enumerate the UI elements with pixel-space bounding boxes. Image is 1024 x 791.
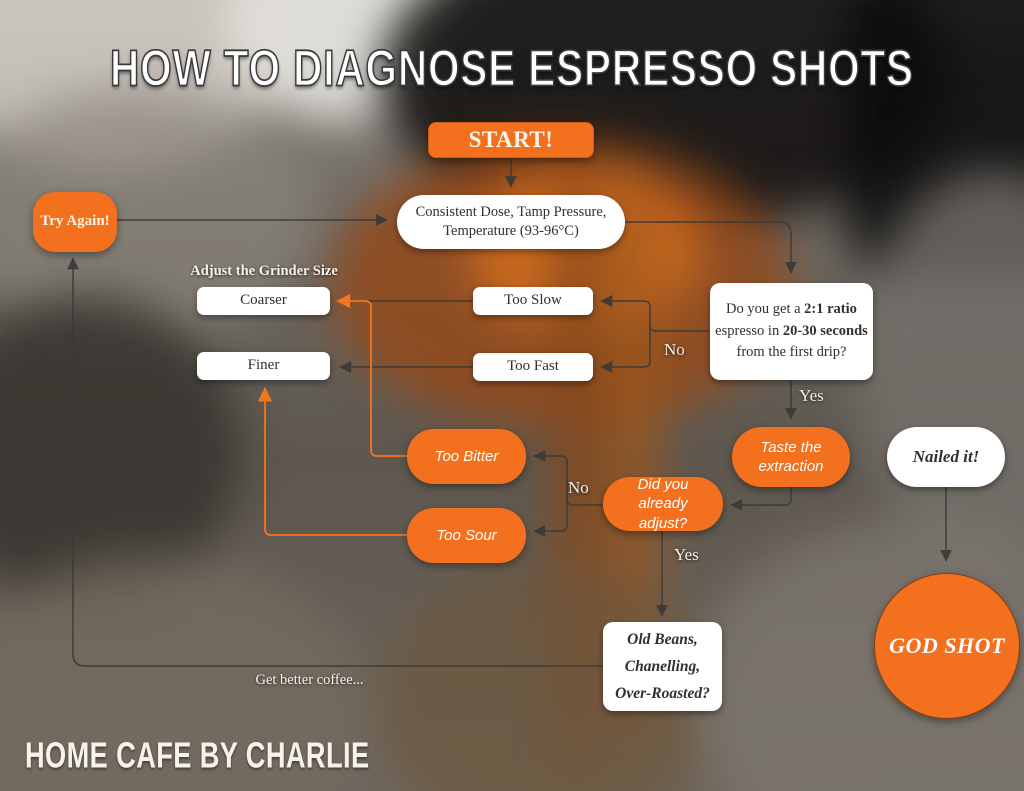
edge-label-yes-adjust: Yes: [674, 545, 699, 564]
node-too-slow: Too Slow: [473, 287, 593, 315]
finer-label: Finer: [247, 357, 280, 374]
too-fast-label: Too Fast: [507, 358, 559, 375]
dose-line1: Consistent Dose, Tamp Pressure,: [415, 204, 607, 221]
old-beans-line2: Chanelling,: [624, 657, 701, 675]
brand-footer: HOME CAFE BY CHARLIE: [25, 736, 370, 776]
node-old-beans: Old Beans, Chanelling, Over-Roasted?: [603, 622, 722, 711]
god-shot-label: GOD SHOT: [889, 632, 1005, 658]
node-start-label: START!: [468, 127, 554, 153]
dose-line2: Temperature (93-96°C): [443, 223, 579, 239]
old-beans-line3: Over-Roasted?: [615, 685, 710, 703]
coarser-label: Coarser: [240, 292, 287, 309]
edge-ratio-no-tooslow: [600, 295, 710, 332]
edge-label-no-ratio: No: [664, 340, 685, 359]
old-beans-line1: Old Beans,: [627, 630, 698, 648]
page-title: HOW TO DIAGNOSE ESPRESSO SHOTS: [109, 38, 914, 97]
ratio-text-bold-2: 20-30 seconds: [782, 322, 868, 339]
grinder-size-note: Adjust the Grinder Size: [190, 263, 338, 279]
node-too-sour: Too Sour: [407, 508, 526, 563]
edge-label-no-adjust: No: [568, 478, 589, 497]
node-too-fast: Too Fast: [473, 353, 593, 381]
node-did-adjust: Did you already adjust?: [603, 475, 723, 532]
taste-label: Taste the extraction: [758, 438, 824, 476]
node-start: START!: [428, 122, 594, 158]
too-bitter-label: Too Bitter: [434, 447, 499, 465]
edge-label-yes-ratio: Yes: [799, 386, 824, 405]
edge-taste-to-didadjust: [730, 487, 792, 511]
node-try-again: Try Again!: [33, 192, 117, 252]
node-too-bitter: Too Bitter: [407, 429, 526, 484]
node-ratio-question: Do you get a 2:1 ratio espresso in 20-30…: [710, 283, 873, 380]
edge-dose-to-ratio: [625, 221, 797, 274]
edge-didadjust-no-toosour: [533, 499, 568, 537]
edge-ratio-no-toofast: [600, 325, 651, 373]
edge-toosour-to-finer: [257, 387, 407, 536]
node-consistent-dose: Consistent Dose, Tamp Pressure, Temperat…: [397, 195, 625, 249]
edge-oldbeans-to-tryagain: [67, 257, 603, 667]
too-sour-label: Too Sour: [436, 526, 497, 544]
node-nailed-it: Nailed it!: [887, 427, 1005, 487]
edge-didadjust-no-toobitter: [533, 450, 603, 506]
bg-blob: [0, 295, 240, 605]
edge-toobitter-to-coarser: [336, 293, 407, 457]
ratio-text-3: from the first drip?: [736, 344, 847, 361]
ratio-text-bold-1: 2:1 ratio: [804, 300, 857, 317]
node-god-shot: GOD SHOT: [874, 573, 1020, 719]
did-adjust-label: Did you already adjust?: [637, 475, 689, 532]
node-coarser: Coarser: [197, 287, 330, 315]
ratio-text-1: Do you get a: [726, 300, 805, 317]
too-slow-label: Too Slow: [504, 292, 562, 309]
nailed-it-label: Nailed it!: [912, 446, 980, 466]
node-finer: Finer: [197, 352, 330, 380]
node-taste-extraction: Taste the extraction: [732, 427, 850, 487]
get-better-coffee-note: Get better coffee...: [255, 672, 364, 688]
ratio-text-2: espresso in: [715, 322, 783, 339]
try-again-label: Try Again!: [40, 213, 110, 230]
